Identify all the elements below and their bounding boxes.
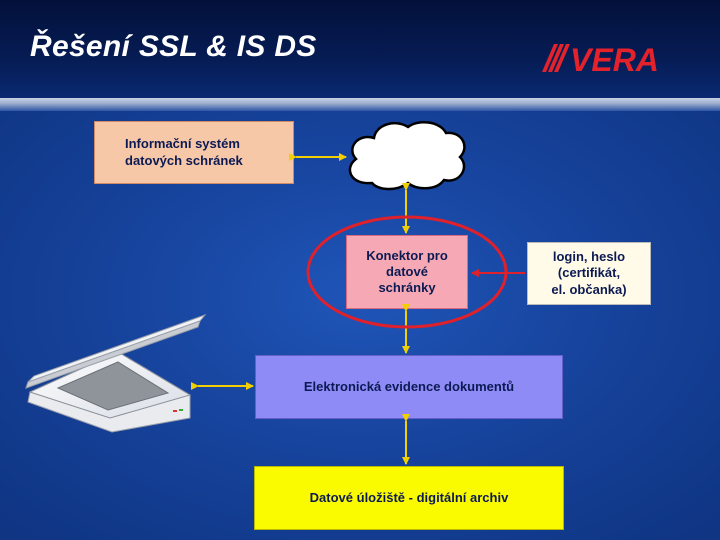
login-box: login, heslo (certifikát, el. občanka) xyxy=(527,242,651,305)
logo-stripes-icon xyxy=(542,44,570,72)
header-divider xyxy=(0,98,720,111)
header-bar xyxy=(0,0,720,100)
connector-box: Konektor pro datové schránky xyxy=(346,235,468,309)
slide-title: Řešení SSL & IS DS xyxy=(30,30,317,63)
logo-text: VERA xyxy=(570,42,659,76)
isds-box: Informační systém datových schránek xyxy=(94,121,294,184)
connector-highlight-ellipse xyxy=(306,215,508,329)
archive-box: Datové úložiště - digitální archiv xyxy=(254,466,564,530)
cloud-icon xyxy=(348,120,466,191)
vera-logo: VERA xyxy=(542,42,659,76)
scanner-icon xyxy=(25,313,207,433)
